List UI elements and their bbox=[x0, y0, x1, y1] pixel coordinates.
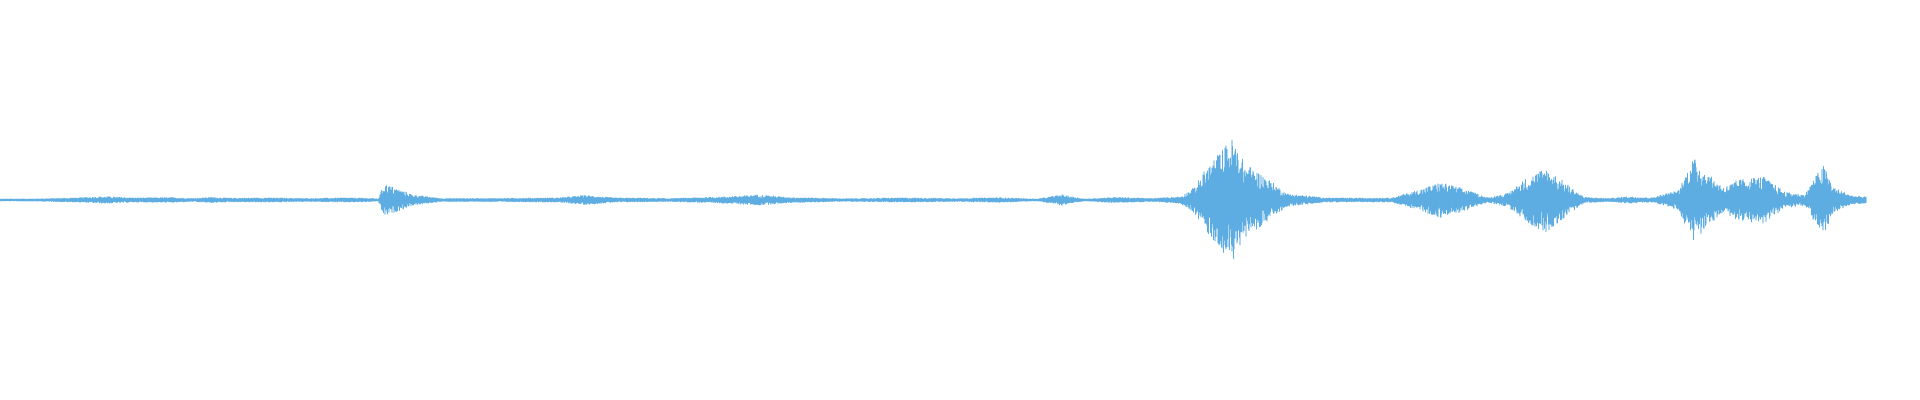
waveform-trace bbox=[0, 139, 1867, 259]
